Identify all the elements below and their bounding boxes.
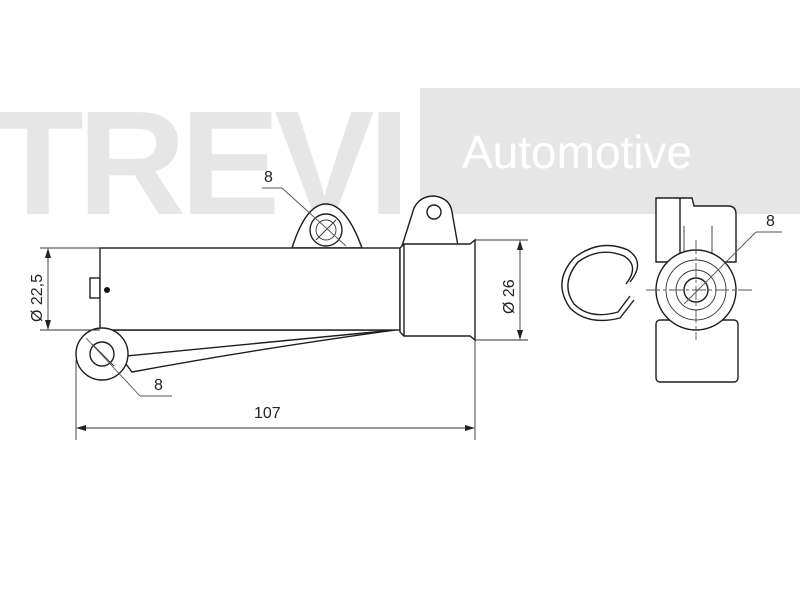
dim-body-diameter: Ø 22,5 — [29, 247, 100, 331]
cylinder-head — [399, 238, 476, 342]
watermark-tagline-box — [420, 88, 800, 214]
body-dot — [104, 287, 110, 293]
dim-head-diameter-label: Ø 26 — [501, 279, 518, 314]
top-lug-bore — [315, 219, 337, 241]
dim-hole-side-label: 8 — [766, 213, 775, 230]
dim-head-diameter: Ø 26 — [475, 239, 528, 341]
watermark-tagline: Automotive — [462, 126, 692, 178]
head-ear — [401, 195, 459, 247]
lower-arm-edge — [125, 329, 396, 357]
dim-body-diameter-label: Ø 22,5 — [29, 274, 46, 322]
dim-hole-top: 8 — [262, 169, 347, 247]
dim-hole-bottom-label: 8 — [154, 377, 163, 394]
dim-overall-length: 107 — [75, 340, 476, 440]
watermark: TREVI Automotive — [0, 81, 800, 246]
cylinder-body — [99, 247, 401, 331]
dim-hole-bottom: 8 — [85, 337, 172, 397]
dim-hole-top-label: 8 — [264, 169, 273, 186]
lower-arm — [98, 329, 396, 373]
plunger-stub — [89, 277, 101, 299]
end-top-block — [655, 197, 737, 263]
head-ear-hole — [426, 204, 442, 220]
bottom-hole-slash — [91, 343, 115, 367]
tensioner-end-view: 8 — [561, 197, 782, 383]
dim-overall-length-label: 107 — [254, 405, 281, 422]
top-hole-slash — [315, 219, 337, 241]
spring-clip — [561, 244, 639, 322]
